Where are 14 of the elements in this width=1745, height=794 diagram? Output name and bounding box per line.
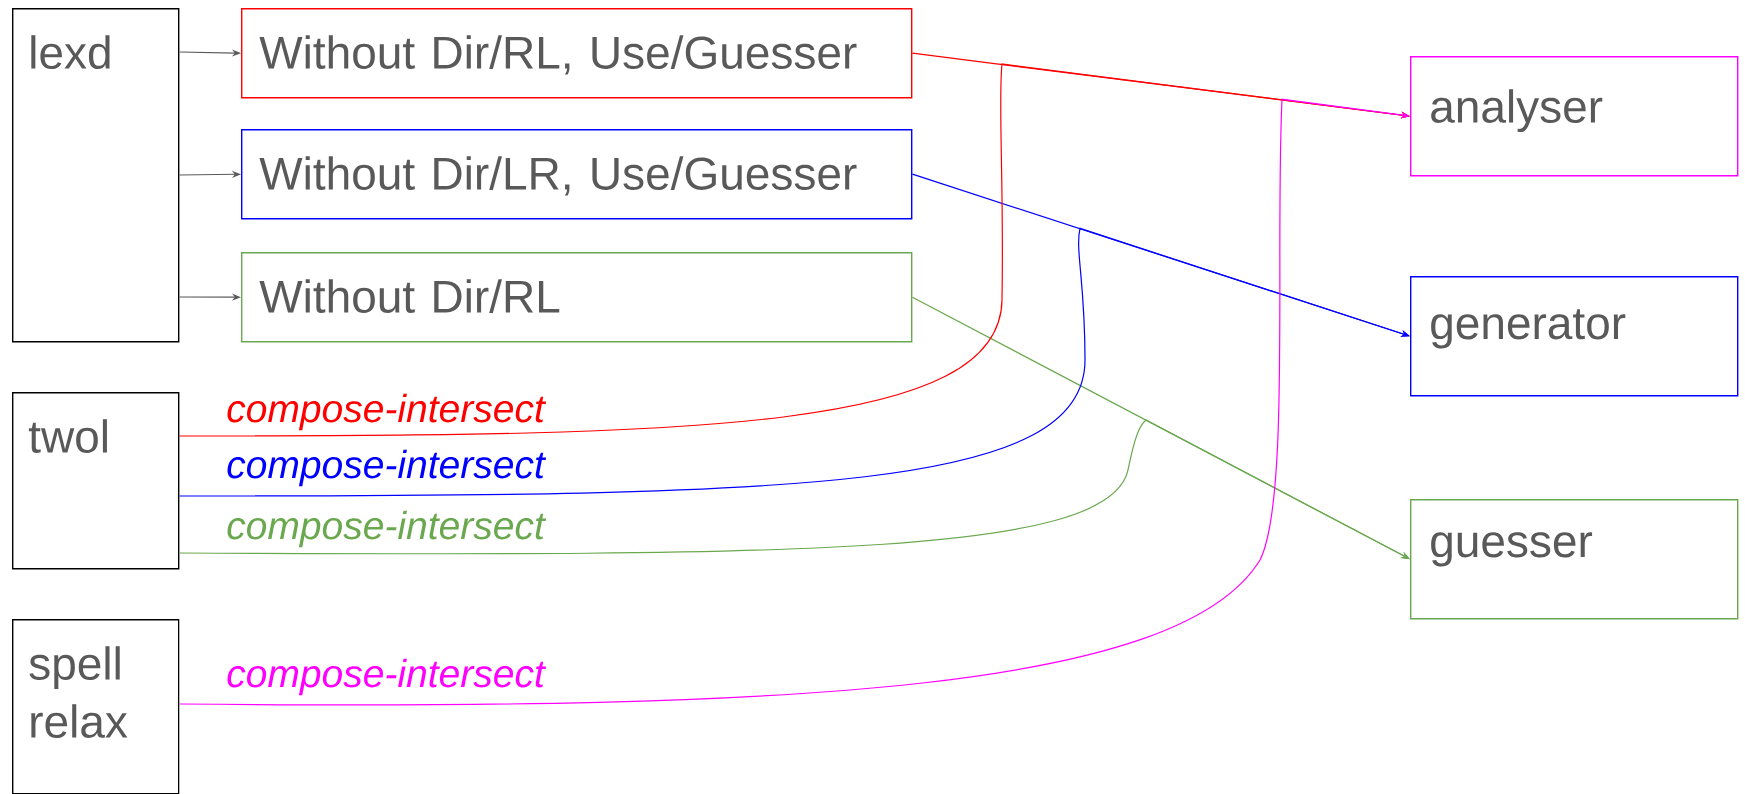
edge-label: compose-intersect <box>227 510 547 548</box>
edge-label: compose-intersect <box>227 658 547 696</box>
box: Without Dir/RL <box>241 252 913 343</box>
edge-label: compose-intersect <box>227 449 547 487</box>
box: lexd <box>12 8 180 343</box>
box: spell relax <box>12 619 180 794</box>
box: guesser <box>1410 499 1739 620</box>
arrow <box>178 227 1410 497</box>
box: twol <box>12 392 180 570</box>
box: generator <box>1410 276 1739 397</box>
box: Without Dir/LR, Use/Guesser <box>241 129 913 220</box>
edge-label: compose-intersect <box>227 393 547 431</box>
box: Without Dir/RL, Use/Guesser <box>241 8 913 99</box>
box: analyser <box>1410 56 1739 177</box>
